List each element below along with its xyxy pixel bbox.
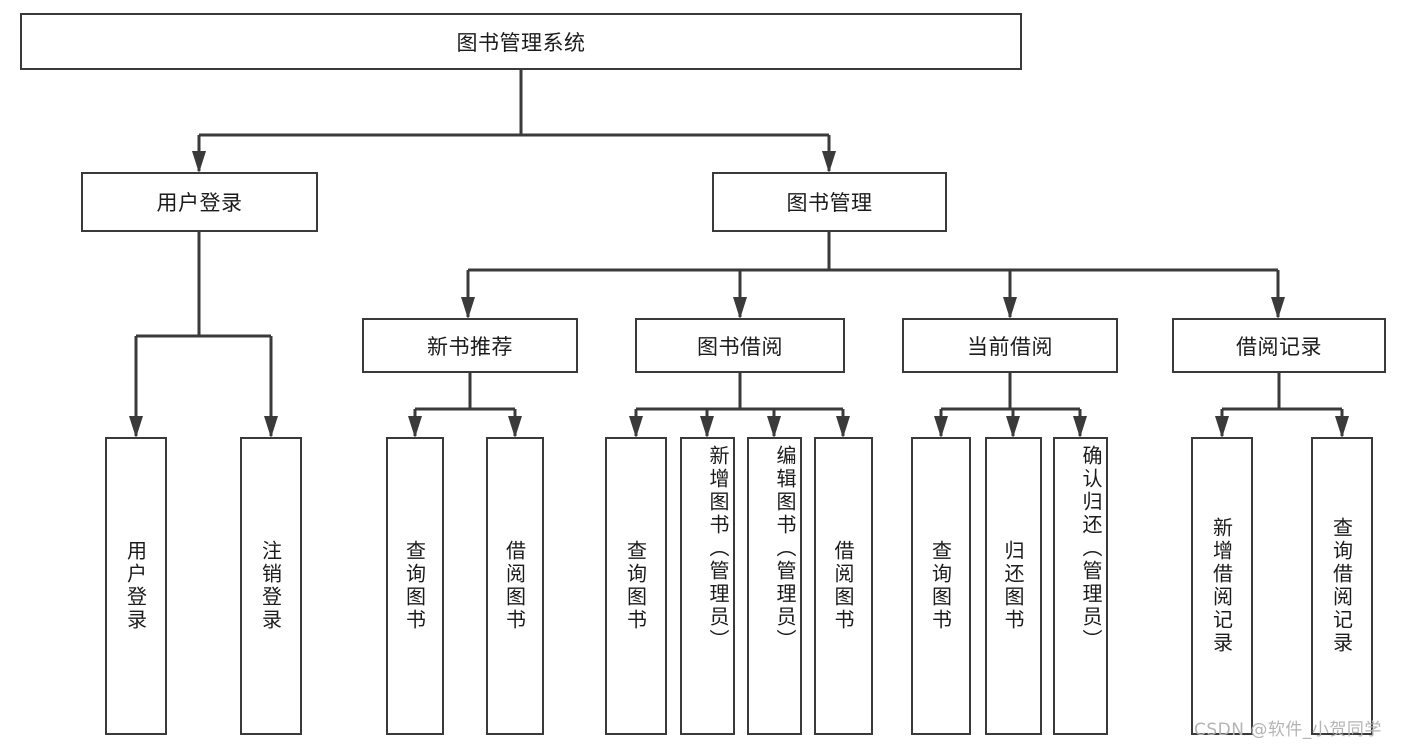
arrowhead-icon (1006, 416, 1020, 438)
csdn-watermark: CSDN @软件_小贺同学 (1194, 720, 1382, 740)
arrowhead-icon (1335, 416, 1349, 438)
node-label-root: 图书管理系统 (456, 30, 586, 55)
node-leaf-logout[interactable]: 注销登录 (240, 437, 302, 735)
arrowhead-icon (1215, 416, 1229, 438)
arrowhead-icon (629, 416, 643, 438)
node-book-borrow[interactable]: 图书借阅 (635, 318, 845, 373)
node-leaf-query-book-1[interactable]: 查询图书 (386, 437, 444, 735)
arrowhead-icon (264, 416, 278, 438)
node-label-book-manage: 图书管理 (786, 191, 873, 215)
node-label-leaf-borrow-book-2: 借阅图书 (831, 540, 855, 632)
node-label-leaf-return-book: 归还图书 (1001, 540, 1025, 632)
node-leaf-borrow-book-1[interactable]: 借阅图书 (486, 437, 544, 735)
arrowhead-icon (1073, 416, 1087, 438)
node-label-leaf-query-book-1: 查询图书 (402, 540, 427, 632)
arrowhead-icon (1271, 297, 1285, 319)
node-label-user-login: 用户登录 (156, 191, 243, 215)
node-label-leaf-query-book-3: 查询图书 (928, 540, 953, 632)
arrowhead-icon (1003, 297, 1017, 319)
node-leaf-query-book-2[interactable]: 查询图书 (605, 437, 667, 735)
node-label-leaf-add-book-admin: 新增图书（管理员） (706, 445, 730, 652)
node-new-book-recommend[interactable]: 新书推荐 (362, 318, 578, 373)
arrowhead-icon (192, 151, 206, 173)
arrowhead-icon (822, 151, 836, 173)
node-leaf-user-login[interactable]: 用户登录 (105, 437, 167, 735)
node-label-leaf-user-login: 用户登录 (123, 540, 148, 632)
node-leaf-add-book-admin[interactable]: 新增图书（管理员） (680, 437, 735, 735)
node-label-leaf-query-book-2: 查询图书 (623, 540, 648, 632)
arrowhead-icon (700, 416, 714, 438)
node-leaf-confirm-return-admin[interactable]: 确认归还（管理员） (1053, 437, 1108, 735)
arrowhead-icon (129, 416, 143, 438)
node-label-book-borrow: 图书借阅 (697, 334, 783, 359)
arrowhead-icon (508, 416, 522, 438)
node-label-leaf-logout: 注销登录 (258, 540, 283, 632)
arrowhead-icon (934, 416, 948, 438)
node-label-leaf-add-borrow-record: 新增借阅记录 (1209, 517, 1234, 655)
node-user-login[interactable]: 用户登录 (81, 172, 318, 232)
node-label-borrow-record: 借阅记录 (1236, 334, 1322, 359)
node-current-borrow[interactable]: 当前借阅 (902, 318, 1118, 373)
arrowhead-icon (461, 297, 475, 319)
node-label-leaf-borrow-book-1: 借阅图书 (502, 540, 527, 632)
arrowhead-icon (408, 416, 422, 438)
node-label-leaf-confirm-return-admin: 确认归还（管理员） (1079, 445, 1103, 652)
node-leaf-edit-book-admin[interactable]: 编辑图书（管理员） (747, 437, 802, 735)
arrowhead-icon (767, 416, 781, 438)
node-label-leaf-edit-book-admin: 编辑图书（管理员） (773, 445, 797, 652)
node-leaf-query-borrow-record[interactable]: 查询借阅记录 (1311, 437, 1373, 735)
node-root[interactable]: 图书管理系统 (20, 13, 1022, 70)
node-leaf-query-book-3[interactable]: 查询图书 (911, 437, 971, 735)
node-book-manage[interactable]: 图书管理 (712, 172, 947, 232)
arrowhead-icon (733, 297, 747, 319)
node-label-new-book-recommend: 新书推荐 (427, 334, 513, 359)
node-leaf-add-borrow-record[interactable]: 新增借阅记录 (1191, 437, 1253, 735)
node-borrow-record[interactable]: 借阅记录 (1172, 318, 1386, 373)
arrowhead-icon (836, 416, 850, 438)
node-label-leaf-query-borrow-record: 查询借阅记录 (1329, 517, 1354, 655)
node-leaf-return-book[interactable]: 归还图书 (985, 437, 1042, 735)
node-leaf-borrow-book-2[interactable]: 借阅图书 (814, 437, 873, 735)
node-label-current-borrow: 当前借阅 (967, 334, 1053, 359)
